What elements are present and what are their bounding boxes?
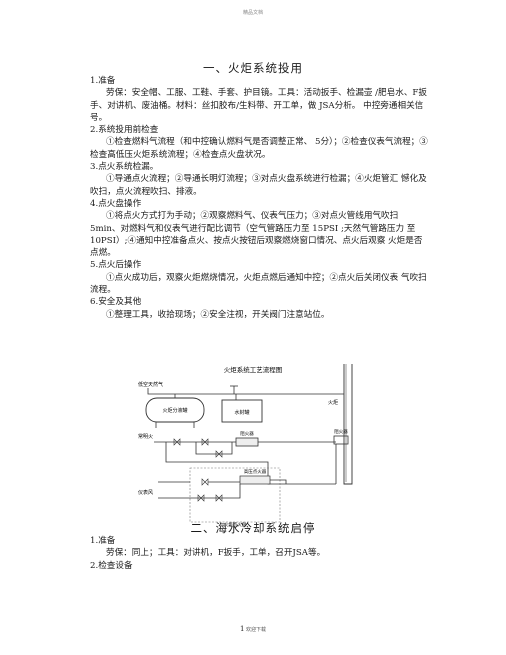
- label-tank2: 水封罐: [234, 409, 249, 416]
- item-paragraph: ①点火成功后，观察火炬燃烧情况，火炬点燃后通知中控；②点火后关闭仪表 气吹扫流程…: [90, 272, 427, 296]
- item-heading: 2.系统投用前检查: [90, 125, 159, 136]
- item-paragraph: 劳保：安全帽、工服、工鞋、手套、护目镜。工具：活动扳手、检漏壶 /肥皂水、F扳手…: [90, 88, 427, 123]
- section1-body: 1.准备 劳保：安全帽、工服、工鞋、手套、护目镜。工具：活动扳手、检漏壶 /肥皂…: [90, 75, 430, 321]
- label-arrestor-mid: 阻火器: [240, 430, 254, 437]
- item-paragraph: 劳保：同上；工具：对讲机，F扳手，工单，召开JSA等。: [106, 548, 326, 559]
- valve-icon: [215, 494, 223, 502]
- item-paragraph: ①导通点火流程；②导通长明灯流程；③对点火盘系统进行检漏；④火炬管汇 憾化及吹扫…: [90, 174, 427, 197]
- valve-icon: [201, 438, 209, 446]
- label-panel: 火炬点火盘: [224, 521, 247, 528]
- item-heading: 1.准备: [90, 76, 116, 86]
- item-heading: 5.点火后操作: [90, 260, 142, 271]
- page-number: 1: [239, 625, 245, 633]
- page-header: 精品文档: [242, 10, 263, 16]
- page-footer: 1 欢迎下载: [0, 625, 506, 633]
- valve-icon: [201, 478, 209, 486]
- label-arrestor-right: 阻火器: [334, 428, 348, 435]
- item-heading: 1.准备: [90, 536, 116, 546]
- label-inst-air: 仪表风: [138, 489, 153, 496]
- item-paragraph: ①检查燃料气流程（和中控确认燃料气是否调整正常、 5分）；②检查仪表气流程；③检…: [90, 137, 428, 160]
- label-tank1: 火炬分液罐: [162, 407, 187, 414]
- gas-pipe: [147, 388, 344, 395]
- tank-water-seal: [221, 399, 263, 423]
- section-title-flare: 一、火炬系统投用: [203, 61, 303, 75]
- item-heading: 2.检查设备: [90, 560, 133, 571]
- valve-icon: [215, 450, 223, 458]
- valve-icon: [197, 494, 205, 502]
- diagram-title: 火炬系统工艺流程图: [224, 365, 283, 374]
- label-pilot: 常明火: [138, 433, 153, 440]
- item-heading: 3.点火系统检漏。: [90, 162, 159, 173]
- section-title-seawater: 二、海水冷却系统启停: [190, 521, 316, 535]
- section2-body: 1.准备 劳保：同上；工具：对讲机，F扳手，工单，召开JSA等。 2.检查设备: [90, 535, 430, 572]
- flare-process-diagram: 火炬系统工艺流程图 低空天然气 火炬分液罐 水封罐 火炬 阻火器 常明火 阻火器…: [138, 364, 353, 528]
- label-ignition: 高压点火器: [244, 468, 267, 475]
- item-heading: 4.点火盘操作: [90, 198, 142, 209]
- item-paragraph: ①将点火方式打为手动；②观察燃料气、仪表气压力；③对点火管线用气吹扫 5min、…: [90, 211, 423, 259]
- inst-air-pipe: [158, 484, 241, 499]
- item-heading: 6.安全及其他: [90, 297, 142, 308]
- item-paragraph: ①整理工具，收拾现场；②安全注视，开关阀门注意站位。: [106, 309, 330, 320]
- label-gas-source: 低空天然气: [138, 381, 163, 388]
- valve-icon: [173, 438, 181, 446]
- ignition-panel-box: [189, 467, 281, 523]
- label-flare: 火炬: [328, 399, 338, 406]
- footer-text: 欢迎下载: [246, 627, 267, 633]
- flare-stack: [343, 364, 353, 485]
